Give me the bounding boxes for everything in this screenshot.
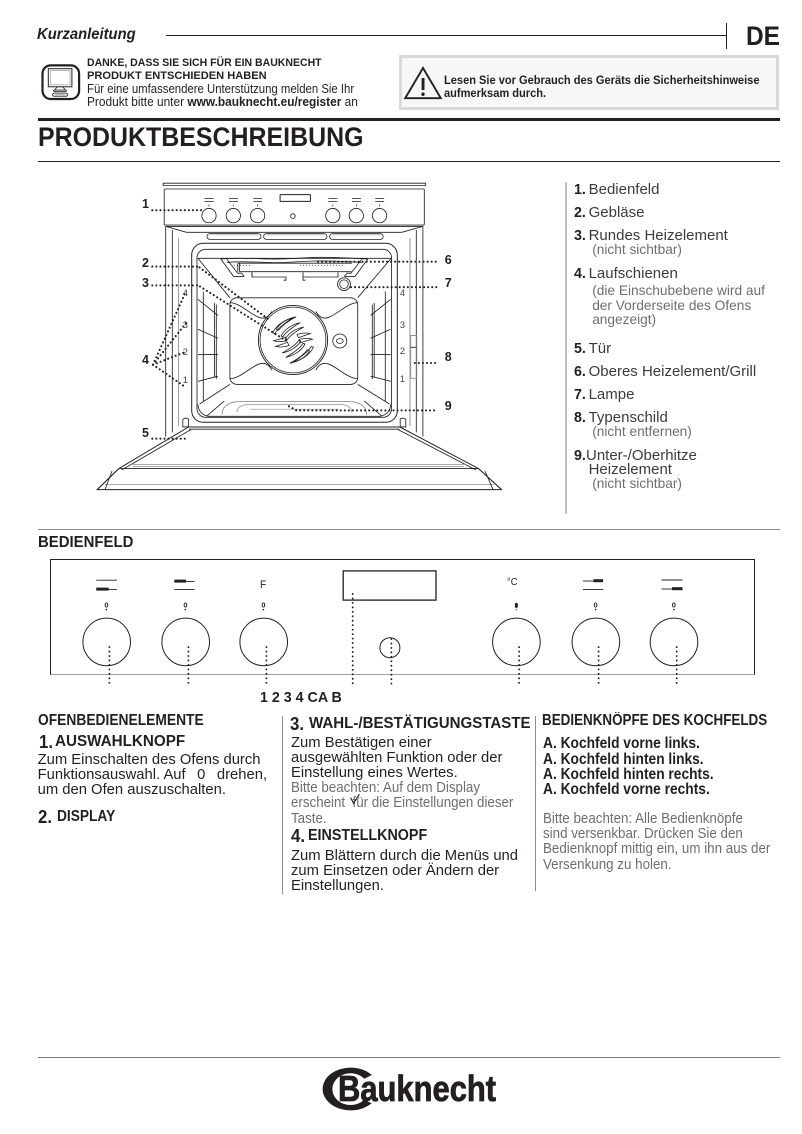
svg-text:0: 0 xyxy=(104,601,108,610)
svg-text:0: 0 xyxy=(261,601,265,610)
svg-text:0: 0 xyxy=(672,601,676,610)
svg-text:0: 0 xyxy=(594,601,598,610)
svg-text:0: 0 xyxy=(183,601,187,610)
